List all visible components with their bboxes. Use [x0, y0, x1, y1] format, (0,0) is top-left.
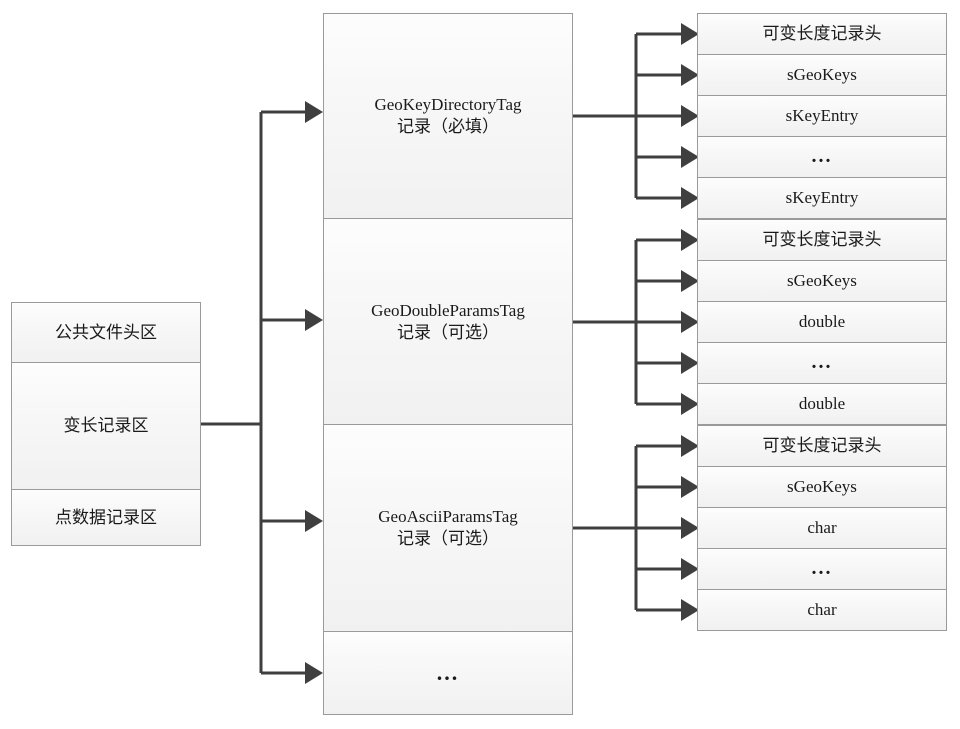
field-ellipsis[interactable]: ...: [697, 548, 947, 590]
field-skeyentry-last[interactable]: sKeyEntry: [697, 177, 947, 219]
middle-item-label: ...: [436, 659, 460, 685]
las-file-structure-group: 公共文件头区 变长记录区 点数据记录区: [11, 302, 201, 546]
field-label: sKeyEntry: [785, 106, 859, 126]
field-label: sGeoKeys: [787, 271, 857, 291]
middle-item-label: GeoDoubleParamsTag 记录（可选）: [371, 300, 525, 342]
middle-item-geodoubleparamstag[interactable]: GeoDoubleParamsTag 记录（可选）: [323, 218, 573, 425]
left-item-point-data-records[interactable]: 点数据记录区: [11, 489, 201, 546]
field-sgeokeys[interactable]: sGeoKeys: [697, 54, 947, 96]
field-label: ...: [811, 557, 833, 580]
field-sgeokeys[interactable]: sGeoKeys: [697, 260, 947, 302]
field-record-header[interactable]: 可变长度记录头: [697, 13, 947, 55]
field-double-last[interactable]: double: [697, 383, 947, 425]
variable-length-record-types-group: GeoKeyDirectoryTag 记录（必填） GeoDoubleParam…: [323, 13, 573, 715]
field-double-first[interactable]: double: [697, 301, 947, 343]
field-label: char: [807, 518, 837, 538]
field-label: sKeyEntry: [785, 188, 859, 208]
field-ellipsis[interactable]: ...: [697, 342, 947, 384]
field-char-last[interactable]: char: [697, 589, 947, 631]
field-label: sGeoKeys: [787, 65, 857, 85]
field-label: char: [807, 600, 837, 620]
field-skeyentry-first[interactable]: sKeyEntry: [697, 95, 947, 137]
field-record-header[interactable]: 可变长度记录头: [697, 219, 947, 261]
middle-item-label: GeoKeyDirectoryTag 记录（必填）: [374, 95, 522, 136]
field-char-first[interactable]: char: [697, 507, 947, 549]
middle-item-label: GeoAsciiParamsTag 记录（可选）: [378, 507, 518, 548]
left-item-variable-length-records[interactable]: 变长记录区: [11, 362, 201, 490]
left-item-label: 公共文件头区: [55, 322, 157, 342]
field-label: ...: [811, 145, 833, 168]
middle-item-more[interactable]: ...: [323, 631, 573, 715]
field-label: 可变长度记录头: [762, 436, 882, 456]
field-label: 可变长度记录头: [762, 230, 882, 250]
left-item-label: 变长记录区: [63, 416, 149, 436]
field-label: double: [798, 312, 846, 332]
field-label: ...: [811, 351, 833, 374]
field-sgeokeys[interactable]: sGeoKeys: [697, 466, 947, 508]
field-record-header[interactable]: 可变长度记录头: [697, 425, 947, 467]
middle-item-geoasciiparamstag[interactable]: GeoAsciiParamsTag 记录（可选）: [323, 424, 573, 632]
middle-item-geokeydirectorytag[interactable]: GeoKeyDirectoryTag 记录（必填）: [323, 13, 573, 219]
field-label: 可变长度记录头: [762, 24, 882, 44]
field-ellipsis[interactable]: ...: [697, 136, 947, 178]
field-label: double: [798, 394, 846, 414]
left-item-public-header[interactable]: 公共文件头区: [11, 302, 201, 363]
field-label: sGeoKeys: [787, 477, 857, 497]
left-item-label: 点数据记录区: [55, 507, 157, 527]
